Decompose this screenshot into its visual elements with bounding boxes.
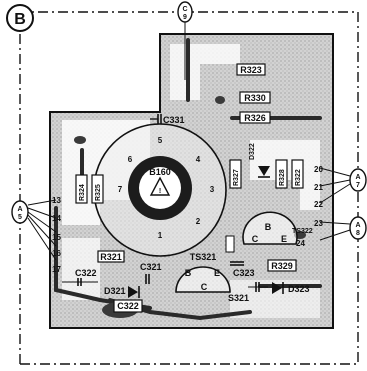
left-pin-17: 17 bbox=[52, 265, 61, 274]
svg-text:9: 9 bbox=[183, 14, 187, 21]
capacitor-c321: C321 bbox=[140, 262, 162, 284]
resistor-r329: R329 bbox=[267, 259, 297, 272]
resistor-r324: R324 bbox=[75, 174, 88, 204]
diode-d322: D322 bbox=[249, 143, 270, 178]
svg-text:C322: C322 bbox=[117, 301, 139, 311]
svg-text:TS321: TS321 bbox=[190, 252, 217, 262]
svg-text:5: 5 bbox=[18, 214, 22, 221]
svg-text:D321: D321 bbox=[104, 286, 126, 296]
svg-text:R323: R323 bbox=[240, 65, 262, 75]
resistor-r321: R321 bbox=[97, 250, 125, 263]
svg-text:R325: R325 bbox=[95, 184, 102, 201]
capacitor-c331: C331 bbox=[150, 114, 185, 125]
switch-s321: S321 bbox=[228, 282, 268, 303]
tube-pin-6: 6 bbox=[128, 155, 133, 164]
resistor-r328: R328 bbox=[275, 159, 288, 189]
svg-text:R321: R321 bbox=[100, 252, 122, 262]
left-pin-16: 16 bbox=[52, 249, 61, 258]
left-wire-fan bbox=[27, 199, 57, 261]
transistor-ts322: C B E TS322 bbox=[242, 211, 313, 245]
warning-mark: ! bbox=[159, 188, 161, 195]
right-pin-numbers: 20 21 22 23 24 bbox=[296, 165, 323, 248]
diode-d323: D323 bbox=[272, 282, 310, 294]
right-pin-24: 24 bbox=[296, 239, 305, 248]
tube-pin-5: 5 bbox=[158, 136, 163, 145]
svg-text:A: A bbox=[355, 222, 360, 229]
tube-pin-2: 2 bbox=[196, 217, 201, 226]
capacitor-c322-box: C322 bbox=[113, 299, 143, 313]
svg-text:A: A bbox=[355, 174, 360, 181]
right-wire-fan bbox=[319, 167, 351, 241]
right-pin-22: 22 bbox=[314, 200, 323, 209]
svg-text:C331: C331 bbox=[163, 115, 185, 125]
resistor-r326: R326 bbox=[239, 111, 271, 124]
svg-text:TS322: TS322 bbox=[292, 228, 313, 235]
diode-d321: D321 bbox=[104, 286, 140, 298]
connector-a7: A 7 bbox=[349, 168, 367, 192]
tube-pin-4: 4 bbox=[196, 155, 201, 164]
resistor-r327: R327 bbox=[229, 159, 242, 189]
svg-text:R328: R328 bbox=[279, 169, 286, 186]
resistor-r325: R325 bbox=[91, 174, 104, 204]
ts321-pin-b: B bbox=[185, 268, 192, 278]
tube-pin-3: 3 bbox=[210, 185, 215, 194]
ts322-pin-c: C bbox=[252, 234, 259, 244]
svg-text:D323: D323 bbox=[288, 284, 310, 294]
left-pin-14: 14 bbox=[52, 214, 61, 223]
svg-text:A: A bbox=[17, 206, 22, 213]
svg-text:S321: S321 bbox=[228, 293, 249, 303]
ts321-lead-block bbox=[225, 235, 235, 253]
connector-a5: A 5 bbox=[11, 200, 29, 224]
svg-text:C323: C323 bbox=[233, 268, 255, 278]
ts321-pin-e: E bbox=[214, 268, 220, 278]
transistor-ts321: B C E TS321 bbox=[175, 252, 231, 293]
left-pin-numbers: 13 14 15 16 17 bbox=[52, 196, 61, 274]
svg-text:R326: R326 bbox=[244, 113, 266, 123]
board-letter: B bbox=[14, 11, 26, 28]
tube-pin-7: 7 bbox=[118, 185, 123, 194]
svg-text:C322: C322 bbox=[75, 268, 97, 278]
svg-text:8: 8 bbox=[356, 230, 360, 237]
right-pin-21: 21 bbox=[314, 183, 323, 192]
capacitor-c323: C323 bbox=[230, 261, 255, 278]
resistor-r322: R322 bbox=[291, 159, 304, 189]
svg-text:R322: R322 bbox=[295, 169, 302, 186]
tube-pins: 5 6 4 7 3 2 1 bbox=[118, 136, 215, 240]
ts322-pin-e: E bbox=[281, 234, 287, 244]
connector-c9: C 9 bbox=[177, 1, 193, 80]
tube-label: B160 bbox=[149, 167, 171, 177]
svg-text:R329: R329 bbox=[271, 261, 293, 271]
svg-text:C321: C321 bbox=[140, 262, 162, 272]
capacitor-c322: C322 bbox=[62, 268, 98, 286]
tube-pin-1: 1 bbox=[158, 231, 163, 240]
right-pin-23: 23 bbox=[314, 219, 323, 228]
left-pin-13: 13 bbox=[52, 196, 61, 205]
svg-text:7: 7 bbox=[356, 182, 360, 189]
connector-a8: A 8 bbox=[349, 216, 367, 240]
svg-text:D322: D322 bbox=[249, 143, 256, 160]
svg-text:R330: R330 bbox=[244, 93, 266, 103]
tube-center-hole bbox=[139, 167, 181, 209]
right-pin-20: 20 bbox=[314, 165, 323, 174]
svg-text:C: C bbox=[182, 6, 187, 13]
board-letter-circle bbox=[6, 4, 34, 32]
left-pin-15: 15 bbox=[52, 233, 61, 242]
warning-triangle-icon bbox=[149, 176, 171, 196]
ts321-pin-c: C bbox=[201, 282, 208, 292]
resistor-r323: R323 bbox=[236, 63, 266, 76]
ts322-pin-b: B bbox=[265, 222, 272, 232]
svg-text:R324: R324 bbox=[79, 184, 86, 201]
resistor-r330: R330 bbox=[239, 91, 271, 104]
svg-text:R327: R327 bbox=[233, 169, 240, 186]
